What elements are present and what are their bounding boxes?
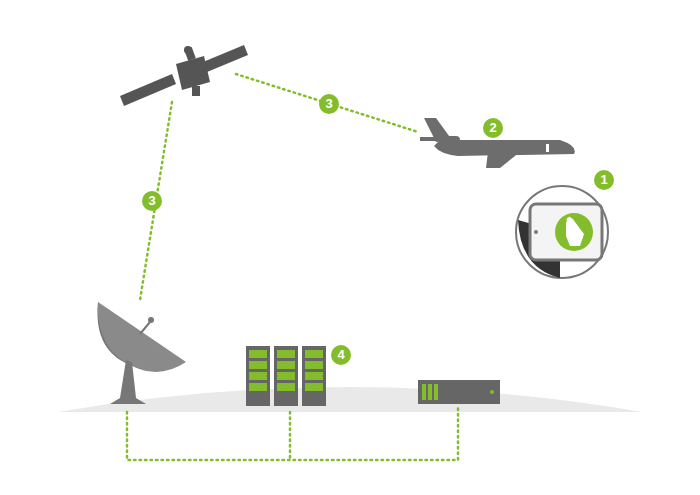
satellite-dish [97,302,186,404]
satellite-link [236,74,418,132]
tablet-icon [516,186,608,278]
satellite-link [140,102,172,300]
ground-network [127,408,458,460]
callout-number: 3 [142,191,162,211]
callout-number: 4 [331,345,351,365]
satellite [120,45,248,106]
airplane [420,118,575,168]
server-racks [246,346,326,406]
ground-network [289,412,292,460]
callout-number: 2 [483,118,503,138]
callout-number: 1 [594,170,614,190]
server-unit [418,380,500,404]
ground [58,387,642,412]
callout-number: 3 [319,94,339,114]
